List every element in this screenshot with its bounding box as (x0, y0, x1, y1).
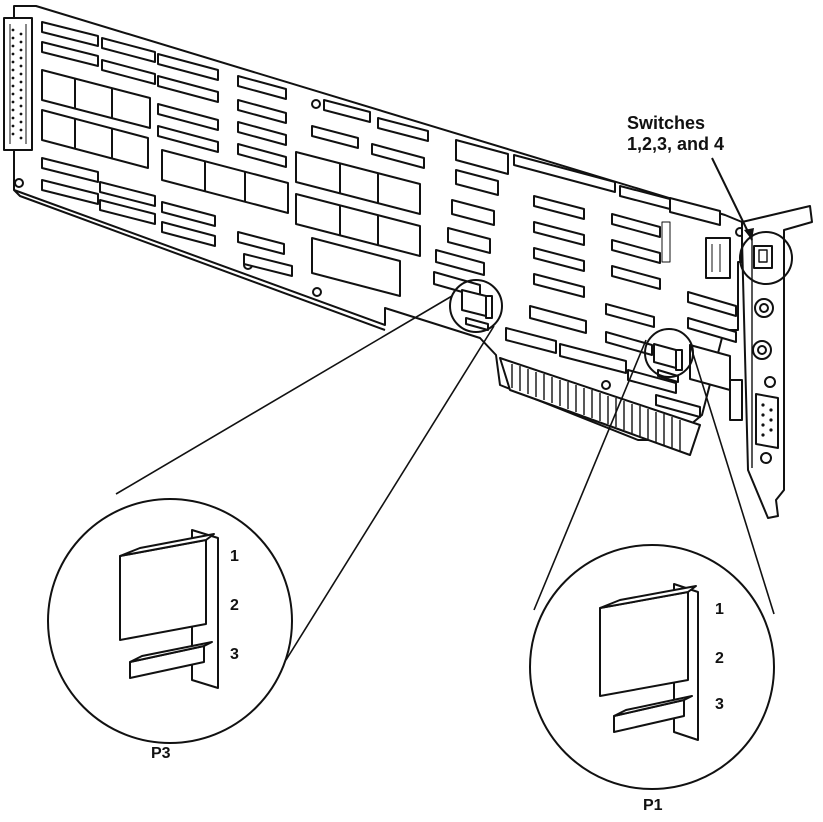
p3-pin-3-label: 3 (230, 646, 239, 663)
p3-pin-1-label: 1 (230, 548, 239, 565)
board-connectors (661, 221, 743, 421)
p3-highlight-circle (449, 279, 503, 333)
p1-pin-1-label: 1 (715, 601, 724, 618)
p3-label: P3 (151, 745, 171, 762)
p1-pin-3-label: 3 (715, 696, 724, 713)
p1-label: P1 (643, 797, 663, 814)
magnification-leaders (115, 295, 775, 661)
ribbon-connector (3, 17, 33, 151)
jumper-p1-board (653, 343, 683, 383)
jumper-p3-board (461, 289, 493, 331)
p3-magnified-jumper (119, 529, 219, 689)
chip-array (41, 21, 721, 418)
p1-magnified-jumper (599, 583, 699, 741)
switches-callout-circle (739, 231, 793, 285)
edge-fingers (511, 364, 681, 451)
d-sub-connector (755, 393, 779, 449)
switches-leader (711, 157, 753, 241)
p3-pin-2-label: 2 (230, 597, 239, 614)
callout-line-1: Switches (627, 113, 706, 133)
p1-pin-2-label: 2 (715, 650, 724, 667)
callout-line-2: 1,2,3, and 4 (627, 134, 725, 154)
switches-callout-label: Switches 1,2,3, and 4 (627, 113, 724, 155)
